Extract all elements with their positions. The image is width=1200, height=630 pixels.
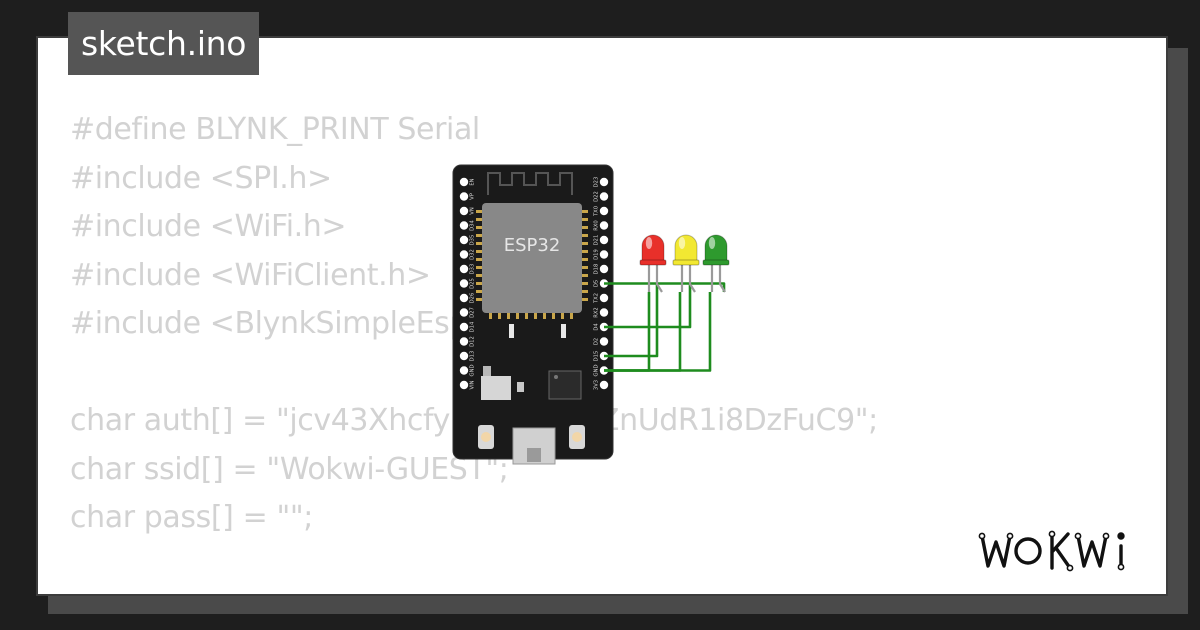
pin-label: D15 bbox=[594, 351, 600, 362]
pin-label: D4 bbox=[594, 323, 600, 331]
pin-label: D14 bbox=[470, 321, 476, 332]
pin-right-d19[interactable] bbox=[599, 250, 609, 259]
pin-label: D13 bbox=[470, 351, 476, 362]
code-line: char pass[] = ""; bbox=[70, 500, 313, 535]
wire[interactable] bbox=[604, 284, 659, 358]
pin-right-d22[interactable] bbox=[599, 192, 609, 201]
reset-button[interactable] bbox=[569, 425, 585, 449]
led-green[interactable] bbox=[702, 234, 730, 293]
pin-label: D2 bbox=[594, 338, 600, 345]
pin-left-vin[interactable] bbox=[459, 380, 469, 390]
small-components bbox=[481, 324, 582, 465]
pin-left-d12[interactable] bbox=[459, 337, 469, 346]
pin-label: D22 bbox=[594, 191, 600, 202]
pin-left-d14[interactable] bbox=[459, 322, 469, 332]
led-yellow[interactable] bbox=[672, 234, 700, 293]
pin-left-d26[interactable] bbox=[459, 293, 469, 303]
pin-label: RX2 bbox=[594, 307, 600, 317]
pin-right-tx2[interactable] bbox=[599, 293, 609, 303]
pin-right-tx0[interactable] bbox=[599, 206, 609, 216]
pin-label: TX2 bbox=[594, 293, 600, 304]
pin-label: VIN bbox=[470, 380, 476, 389]
pin-label: VN bbox=[470, 207, 476, 215]
pin-label: 3V3 bbox=[594, 380, 600, 390]
pin-label: TX0 bbox=[594, 206, 600, 217]
pin-label: D34 bbox=[470, 220, 476, 231]
pin-left-d34[interactable] bbox=[459, 221, 469, 230]
wokwi-logo bbox=[978, 530, 1125, 572]
pin-label: D26 bbox=[470, 293, 476, 304]
pin-label: D32 bbox=[470, 249, 476, 260]
pin-label: RX0 bbox=[594, 220, 600, 230]
wire[interactable] bbox=[604, 292, 712, 372]
wire[interactable] bbox=[604, 282, 726, 293]
leds bbox=[639, 234, 730, 293]
wire[interactable] bbox=[604, 292, 682, 372]
esp32-board[interactable]: ESP32 ENVPVND34D35D32D33D25D26D27D14D12D… bbox=[452, 164, 614, 465]
pin-label: D35 bbox=[470, 235, 476, 246]
code-line: char ssid[] = "Wokwi-GUEST"; bbox=[70, 451, 509, 487]
code-line: #include <WiFi.h> bbox=[70, 209, 347, 244]
pin-label: D33 bbox=[470, 264, 476, 275]
wire[interactable] bbox=[604, 284, 692, 329]
pin-right-d2[interactable] bbox=[599, 337, 609, 346]
pin-left-d33[interactable] bbox=[459, 264, 469, 274]
code-line: #include <SPI.h> bbox=[70, 160, 332, 196]
file-name-tab[interactable]: sketch.ino bbox=[68, 12, 260, 75]
chip-pins bbox=[476, 210, 588, 319]
pin-left-gnd[interactable] bbox=[459, 366, 469, 375]
pin-label: D12 bbox=[470, 336, 476, 347]
pin-left-en[interactable] bbox=[459, 177, 469, 187]
pin-left-d25[interactable] bbox=[459, 279, 469, 288]
pin-left-d13[interactable] bbox=[459, 351, 469, 361]
pin-label: GND bbox=[594, 365, 600, 377]
pin-left-d27[interactable] bbox=[459, 308, 469, 317]
code-line: #include <WiFiClient.h> bbox=[70, 257, 431, 293]
pin-left-vn[interactable] bbox=[459, 206, 469, 216]
pin-label: D23 bbox=[594, 177, 600, 188]
led-red[interactable] bbox=[639, 234, 667, 293]
pin-right-d18[interactable] bbox=[599, 264, 609, 274]
pin-right-d23[interactable] bbox=[599, 177, 609, 187]
pin-label: D18 bbox=[594, 264, 600, 275]
pin-right-3v3[interactable] bbox=[599, 380, 609, 390]
pin-left-d35[interactable] bbox=[459, 235, 469, 245]
pin-label: VP bbox=[470, 193, 476, 200]
boot-button[interactable] bbox=[478, 425, 494, 449]
pin-label: D25 bbox=[470, 278, 476, 289]
pin-left-vp[interactable] bbox=[459, 192, 469, 201]
pin-label: D27 bbox=[470, 307, 476, 318]
chip-label: ESP32 bbox=[504, 235, 561, 256]
pin-right-rx2[interactable] bbox=[599, 308, 609, 317]
pin-label: GND bbox=[470, 365, 476, 377]
wifi-antenna bbox=[487, 172, 573, 195]
wires bbox=[604, 282, 726, 372]
pin-label: D21 bbox=[594, 235, 600, 246]
pin-right-rx0[interactable] bbox=[599, 221, 609, 230]
pin-label: EN bbox=[470, 178, 476, 185]
code-line: #define BLYNK_PRINT Serial bbox=[70, 112, 480, 147]
esp32-chip bbox=[482, 203, 582, 313]
pin-right-d21[interactable] bbox=[599, 235, 609, 245]
pin-left-d32[interactable] bbox=[459, 250, 469, 259]
pin-label: D19 bbox=[594, 249, 600, 260]
pin-label: D5 bbox=[594, 280, 600, 287]
